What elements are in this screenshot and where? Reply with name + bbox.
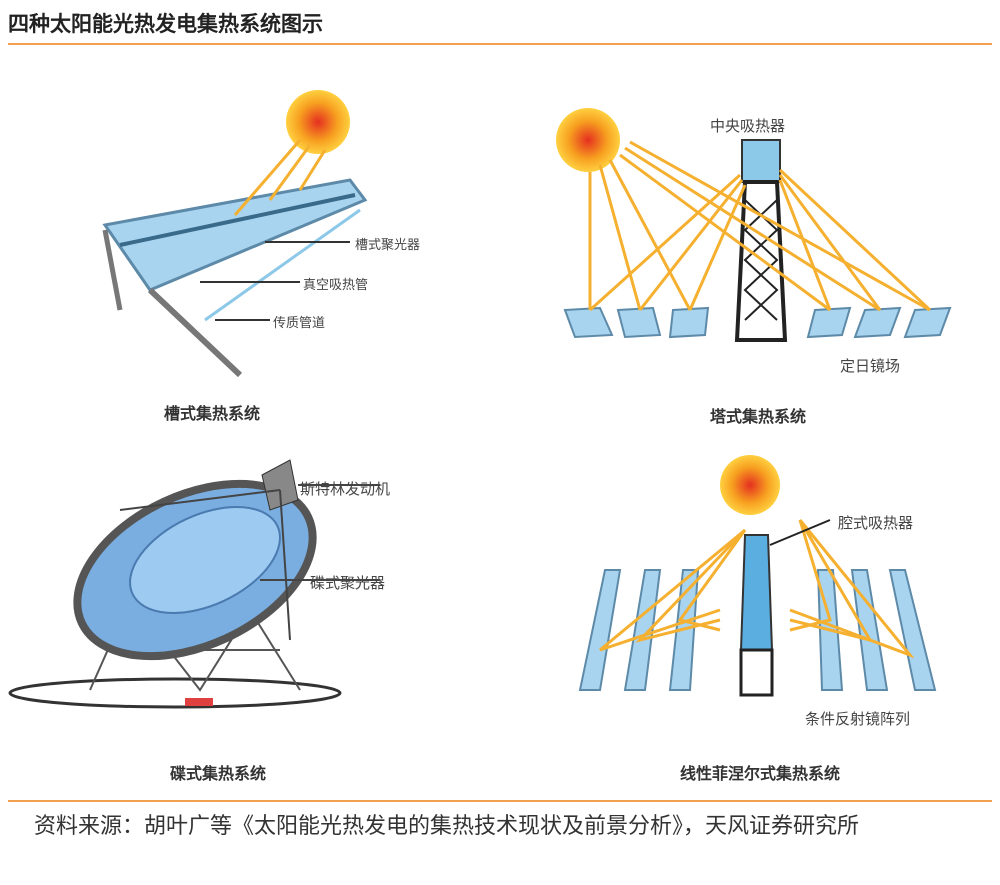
label-trough-collector: 槽式聚光器 xyxy=(355,238,421,253)
sun-icon xyxy=(286,90,350,154)
label-vacuum-tube: 真空吸热管 xyxy=(303,278,369,293)
tower-illustration xyxy=(556,108,952,342)
dish-illustration xyxy=(8,459,380,709)
illustrations xyxy=(8,90,952,709)
caption-tower: 塔式集热系统 xyxy=(709,407,807,426)
label-central-receiver: 中央吸热器 xyxy=(710,117,786,135)
title-divider xyxy=(8,43,992,45)
caption-dish: 碟式集热系统 xyxy=(169,764,267,783)
fresnel-illustration xyxy=(578,455,937,697)
source-note: 资料来源：胡叶广等《太阳能光热发电的集热技术现状及前景分析》，天风证券研究所 xyxy=(34,814,860,839)
label-dish-collector: 碟式聚光器 xyxy=(310,574,386,592)
sun-icon xyxy=(556,108,620,172)
label-mirror-array: 条件反射镜阵列 xyxy=(805,710,911,728)
label-stirling-engine: 斯特林发动机 xyxy=(300,480,391,498)
source-divider xyxy=(8,800,992,802)
label-heliostat-field: 定日镜场 xyxy=(840,357,901,375)
label-cavity-receiver: 腔式吸热器 xyxy=(838,514,914,532)
trough-illustration xyxy=(102,90,368,378)
figure-title: 四种太阳能光热发电集热系统图示 xyxy=(8,12,323,36)
caption-trough: 槽式集热系统 xyxy=(163,404,261,423)
sun-icon xyxy=(720,455,780,515)
caption-fresnel: 线性菲涅尔式集热系统 xyxy=(679,764,841,783)
label-pipe: 传质管道 xyxy=(273,316,326,331)
